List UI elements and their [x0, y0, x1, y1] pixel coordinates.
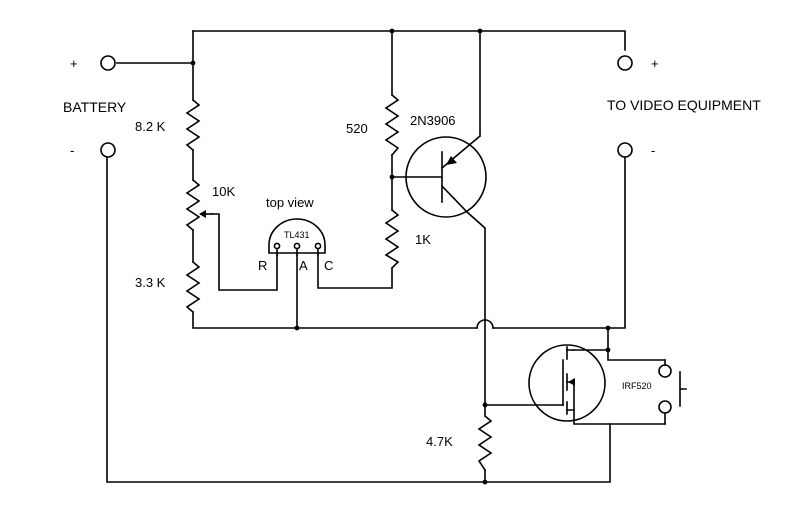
- top-rail-wire: [192, 30, 626, 51]
- tl431-pin-r: [273, 242, 281, 250]
- switch-terminal-top: [658, 364, 672, 378]
- resistor-1k-label: 1K: [415, 232, 431, 247]
- tl431-legs: [276, 248, 319, 256]
- junction-dot: [482, 479, 488, 485]
- junction-dot: [477, 28, 483, 34]
- resistor-8k2-label: 8.2 K: [135, 119, 166, 134]
- transistor-2n3906: [405, 134, 487, 218]
- resistor-3k3: [185, 260, 201, 314]
- junction-dot: [389, 174, 395, 180]
- terminals: [100, 55, 633, 158]
- video-plus-terminal: [617, 55, 633, 71]
- junction-dot: [190, 60, 196, 66]
- mosfet-label: IRF520: [622, 381, 652, 391]
- ground-rail-left-wire: [192, 311, 478, 329]
- battery-minus-bottom-rail: [106, 157, 611, 483]
- pot-wiper-to-ref-wire: [211, 213, 278, 291]
- junction-dot: [605, 347, 611, 353]
- resistor-520: [384, 93, 400, 157]
- ground-rail-right-wire: [492, 157, 626, 329]
- mosfet-arrow-icon: [568, 378, 575, 386]
- switch-actuator: [679, 371, 687, 407]
- tl431-regulator: [268, 218, 326, 256]
- tl431-pin-a: [293, 242, 301, 250]
- battery-minus-terminal: [100, 142, 116, 158]
- wires: [106, 30, 666, 483]
- pin-c-label: C: [324, 258, 333, 273]
- transistor-label: 2N3906: [410, 113, 456, 128]
- resistor-3k3-label: 3.3 K: [135, 275, 166, 290]
- battery-label: BATTERY: [63, 99, 127, 115]
- emitter-arrow-icon: [446, 156, 457, 165]
- push-switch: [658, 359, 687, 425]
- resistor-4k7: [477, 414, 493, 472]
- pin-a-label: A: [299, 258, 308, 273]
- tl431-body: [268, 218, 326, 254]
- junction-dot: [294, 325, 300, 331]
- junction-dot: [389, 28, 395, 34]
- video-minus-label: -: [651, 143, 655, 158]
- resistor-8k2: [185, 98, 201, 152]
- video-minus-terminal: [617, 142, 633, 158]
- battery-minus-label: -: [70, 143, 74, 158]
- video-label: TO VIDEO EQUIPMENT: [607, 97, 761, 113]
- drain-to-switch-wire: [607, 349, 666, 361]
- transistor-body: [405, 136, 487, 218]
- resistor-4k7-label: 4.7K: [426, 434, 453, 449]
- source-to-switch-wire: [573, 409, 666, 425]
- tl431-part-label: TL431: [284, 230, 310, 240]
- pot-wiper-arrow-icon: [199, 210, 206, 218]
- pin-r-label: R: [258, 258, 267, 273]
- tl431-view-label: top view: [266, 195, 314, 210]
- collector-wire: [465, 210, 486, 406]
- tl431-pin-c: [314, 242, 322, 250]
- mosfet-body: [528, 344, 606, 422]
- potentiometer-10k: [185, 178, 201, 232]
- switch-terminal-bottom: [658, 400, 672, 414]
- resistor-520-label: 520: [346, 121, 368, 136]
- potentiometer-label: 10K: [212, 184, 235, 199]
- junction-dot: [605, 325, 611, 331]
- junction-dots: [190, 28, 611, 485]
- labels: + BATTERY - + TO VIDEO EQUIPMENT - 8.2 K…: [63, 56, 761, 449]
- video-plus-label: +: [651, 56, 659, 71]
- resistor-1k: [384, 208, 400, 270]
- battery-plus-terminal: [100, 55, 116, 71]
- transistor-collector-lead: [440, 184, 469, 214]
- battery-plus-label: +: [70, 56, 78, 71]
- mosfet-irf520: [528, 344, 606, 422]
- junction-dot: [482, 402, 488, 408]
- cathode-to-r4-wire: [317, 254, 393, 289]
